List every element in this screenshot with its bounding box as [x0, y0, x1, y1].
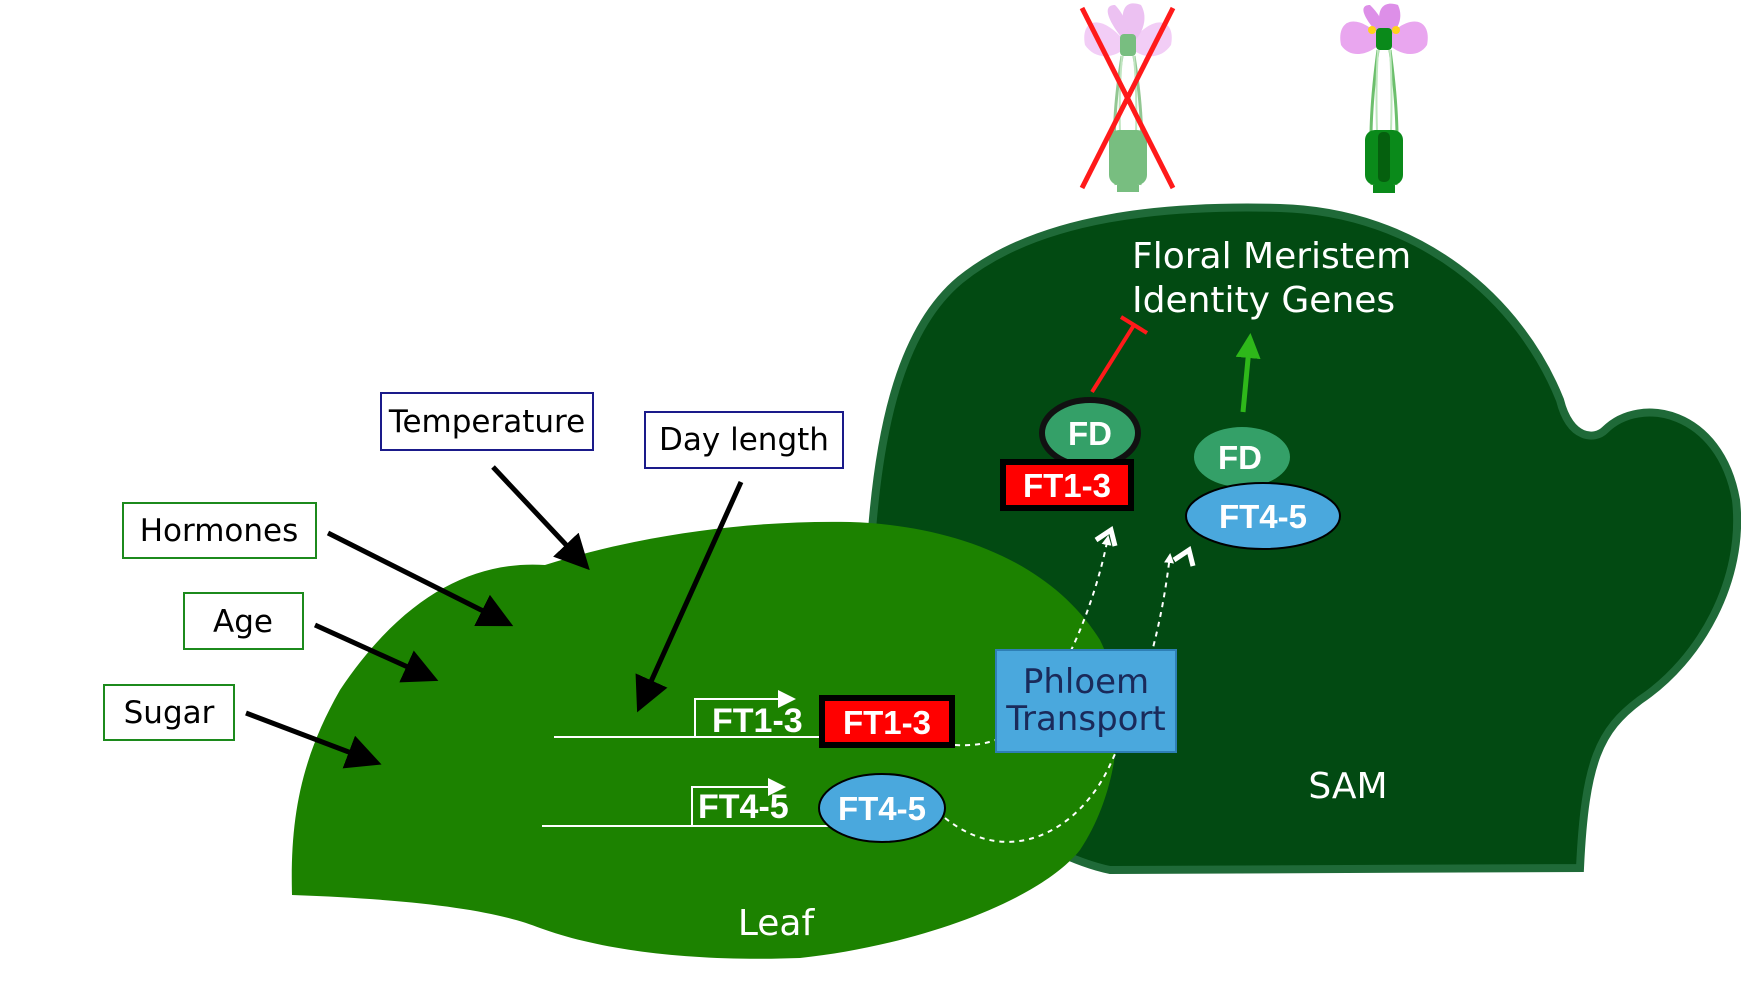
arrow-temperature	[491, 465, 590, 571]
factor-sugar-label: Sugar	[124, 695, 215, 731]
phloem-line1: Phloem	[1023, 662, 1149, 702]
ft45-sam-label: FT4-5	[1219, 498, 1307, 535]
complex-fd-ft45: FD FT4-5	[1185, 427, 1341, 550]
flower-crossed-out-icon	[1079, 3, 1176, 192]
floral-genes-line2: Identity Genes	[1132, 280, 1395, 321]
flower-icon	[1340, 3, 1428, 193]
arrow-sugar	[245, 710, 382, 769]
arrow-hormones	[326, 530, 514, 627]
phloem-transport-box: Phloem Transport	[995, 649, 1177, 753]
factor-sugar: Sugar	[103, 684, 235, 741]
gene-ft13-label: FT1-3	[712, 702, 803, 740]
protein-ft13-leaf: FT1-3	[819, 695, 955, 748]
factor-age: Age	[183, 592, 304, 650]
sam-label: SAM	[1308, 766, 1387, 807]
phloem-chevron-ft13	[1094, 525, 1118, 547]
gene-ft45-label: FT4-5	[698, 788, 789, 826]
factor-day-length: Day length	[644, 411, 844, 469]
factor-hormones: Hormones	[122, 502, 317, 559]
protein-ft45-leaf: FT4-5	[818, 773, 946, 843]
factor-age-label: Age	[213, 604, 273, 640]
factor-temperature: Temperature	[380, 392, 594, 451]
gene-ft45: FT4-5	[542, 778, 840, 827]
leaf-region	[291, 521, 1118, 959]
arrow-day-length	[635, 480, 744, 713]
ft13-sam-label: FT1-3	[1023, 467, 1111, 504]
fd-left-label: FD	[1068, 415, 1112, 452]
phloem-chevron-ft45	[1172, 545, 1196, 567]
factor-hormones-label: Hormones	[140, 513, 299, 549]
gene-ft13: FT1-3	[554, 690, 822, 740]
protein-ft13-leaf-label: FT1-3	[843, 704, 931, 741]
floral-genes-line1: Floral Meristem	[1132, 236, 1411, 277]
repression-inhibitor	[1090, 315, 1149, 394]
arrow-age	[313, 622, 439, 683]
factor-day-length-label: Day length	[659, 422, 829, 458]
phloem-line2: Transport	[1005, 699, 1166, 739]
complex-fd-ft13: FD FT1-3	[1000, 397, 1141, 511]
leaf-label: Leaf	[738, 903, 816, 944]
protein-ft45-leaf-label: FT4-5	[838, 790, 926, 827]
phloem-path-ft45	[944, 553, 1175, 843]
fd-right-label: FD	[1218, 439, 1262, 476]
activation-arrow	[1235, 333, 1261, 413]
factor-temperature-label: Temperature	[388, 404, 585, 440]
